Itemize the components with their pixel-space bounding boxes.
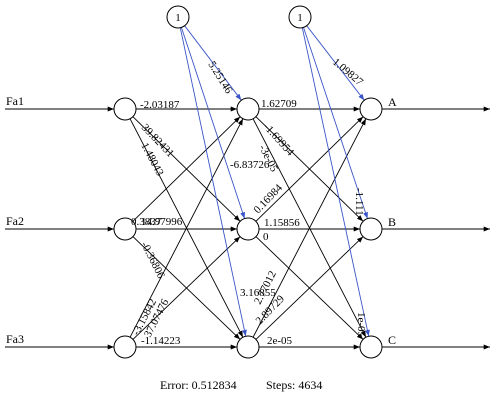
weight-label-b1-h1: 5.25146 [205,59,234,96]
hidden-node-1 [236,97,260,121]
bias-edge-b2-o1 [306,25,365,101]
hidden-node-2 [236,217,260,241]
bias-edge-b1-h1 [184,25,242,101]
input-node-2 [113,217,137,241]
bias-label-b1: 1 [175,12,181,24]
bias-edge-b2-o3 [301,27,370,337]
edge-h2-o1 [255,116,364,222]
output-node-1 [359,97,383,121]
error-text: Error: 0.512834 [160,378,237,392]
output-label-out2: B [388,215,396,229]
edge-in3-h2 [132,236,241,340]
weight-label-in2-h2: 14.97996 [141,216,183,228]
input-label-in2: Fa2 [6,214,24,228]
bias-label-b2: 1 [297,12,303,24]
input-node-1 [113,97,137,121]
bias-node-2 [288,5,312,29]
edge-h3-o1 [252,118,367,338]
weight-label-in2-h1: 0.3837 [131,216,162,228]
output-label-out3: C [388,333,396,347]
weight-label-h1-o1: 1.62709 [261,98,297,110]
weight-label-b2-o3: 1e-05 [355,312,367,338]
output-node-3 [359,335,383,359]
edge-h3-o2 [255,236,364,340]
weight-label-b2-o2: -1.111 [353,188,365,216]
output-label-out1: A [388,95,397,109]
weight-label-b1-h3: 3.16855 [240,287,276,299]
weight-label-h2-o1: 0.16984 [252,182,286,216]
hidden-node-3 [236,335,260,359]
weight-label-b1-h2: -6.83726 [230,159,270,171]
weight-label-in3-h3: -1.14223 [141,335,181,347]
bias-edge-b1-h3 [179,27,247,337]
output-node-2 [359,217,383,241]
weight-label-h2-o2: 1.15856 [264,217,300,229]
input-node-3 [113,335,137,359]
bias-edge-b1-h2 [180,27,246,219]
input-label-in3: Fa3 [6,332,24,346]
weight-label-in2-h3: -0.36806 [138,240,167,281]
bias-edge-b2-o2 [303,27,368,219]
bias-node-1 [166,5,190,29]
weight-label-b2-o1: 1.09827 [330,56,365,88]
input-label-in1: Fa1 [6,94,24,108]
edge-in2-h1 [132,116,241,222]
weight-label-in1-h1: -2.03187 [140,99,180,111]
edges-layer [129,25,370,350]
steps-text: Steps: 4634 [266,378,322,392]
weight-label-h3-o3: 2e-05 [267,335,293,347]
weight-label-h2-o3: 0 [263,231,269,243]
